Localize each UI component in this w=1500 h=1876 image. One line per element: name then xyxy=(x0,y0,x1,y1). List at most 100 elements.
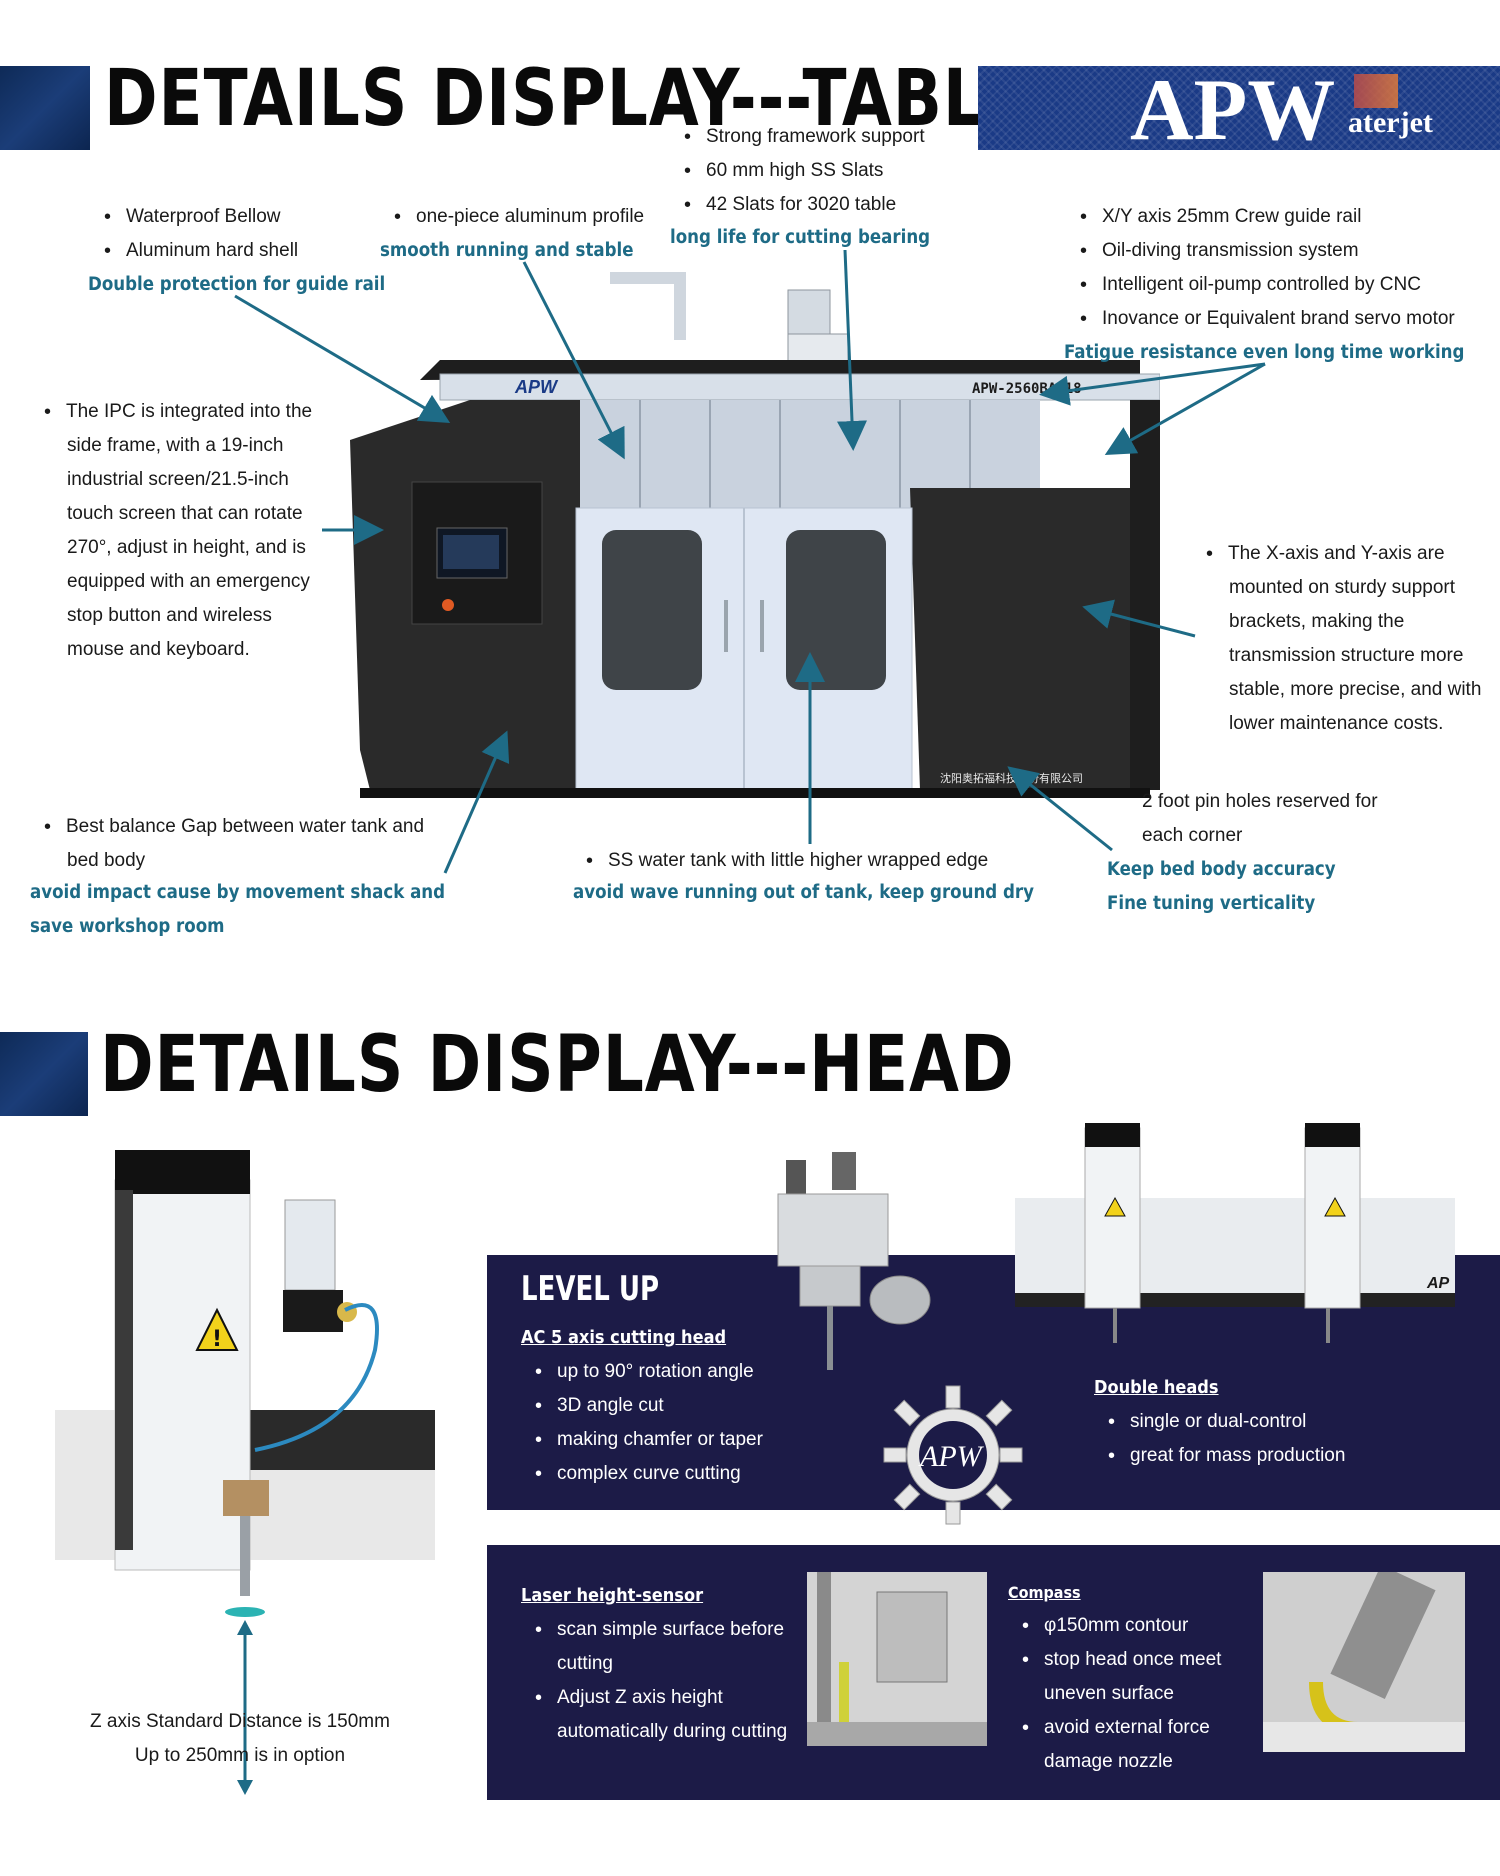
nozzle-body xyxy=(223,1480,269,1516)
ipc-description: The IPC is integrated into the xyxy=(40,395,312,429)
apw-logo-subtext: aterjet xyxy=(1348,106,1433,139)
z-axis-line: Z axis Standard Distance is 150mm xyxy=(90,1711,390,1732)
bellow-item: Waterproof Bellow xyxy=(100,200,298,234)
double-heads-features: single or dual-control great for mass pr… xyxy=(1104,1405,1345,1473)
bellow-highlight: Double protection for guide rail xyxy=(88,274,386,295)
z-axis-head-illustration: ! xyxy=(55,1150,435,1795)
ac-feature: making chamfer or taper xyxy=(531,1423,763,1457)
ipc-line: stop button and wireless xyxy=(67,605,272,626)
ipc-continuation: side frame, with a 19-inch industrial sc… xyxy=(67,429,310,667)
valve-body xyxy=(283,1290,343,1332)
bellow-item: Aluminum hard shell xyxy=(100,234,298,268)
sensor-panel: Laser height-sensor scan simple surface … xyxy=(487,1545,1500,1800)
ac-feature: complex curve cutting xyxy=(531,1457,763,1491)
frame-item: 60 mm high SS Slats xyxy=(680,154,925,188)
ac-head-features: up to 90° rotation angle 3D angle cut ma… xyxy=(531,1355,763,1491)
bed-base xyxy=(360,788,1150,798)
title-accent-block-2 xyxy=(0,1032,88,1116)
apw-logo-banner: APW aterjet xyxy=(978,62,1500,159)
arrow-profile xyxy=(522,261,625,460)
profile-item: one-piece aluminum profile xyxy=(390,200,644,234)
gap-description: Best balance Gap between water tank and xyxy=(40,810,424,844)
rail-item: Oil-diving transmission system xyxy=(1076,234,1455,268)
frame-feature-list: Strong framework support 60 mm high SS S… xyxy=(680,120,925,222)
tank-description: SS water tank with little higher wrapped… xyxy=(582,844,988,878)
arrow-frame xyxy=(837,249,868,451)
tank-item: SS water tank with little higher wrapped… xyxy=(582,844,988,878)
z-axis-description: Z axis Standard Distance is 150mm Up to … xyxy=(0,1705,480,1773)
compass-features: φ150mm contourstop head once meetuneven … xyxy=(1018,1609,1221,1779)
xy-line: transmission structure more xyxy=(1229,645,1464,666)
frame-highlight: long life for cutting bearing xyxy=(670,227,931,248)
apw-gear-logo: APW xyxy=(883,1385,1023,1525)
arrow-xy xyxy=(1082,599,1196,638)
waterjet-table-illustration: APW APW-2560BA-18 沈阳奥拓福科技股份有限公司 xyxy=(350,272,1160,798)
gantry-arm xyxy=(674,280,686,340)
double-heads-title: Double heads xyxy=(1094,1377,1219,1398)
ac-head-title: AC 5 axis cutting head xyxy=(521,1327,727,1348)
pin-holes-description: 2 foot pin holes reserved for each corne… xyxy=(1142,785,1378,853)
nozzle-tube xyxy=(240,1516,250,1596)
frame-item: 42 Slats for 3020 table xyxy=(680,188,925,222)
laser-sensor-features: scan simple surface beforecuttingAdjust … xyxy=(531,1613,787,1749)
double-feature: single or dual-control xyxy=(1104,1405,1345,1439)
gap-continuation: bed body xyxy=(67,850,146,871)
beam-logo: APW xyxy=(514,377,559,397)
xy-line: stable, more precise, and with xyxy=(1229,679,1482,700)
gap-line: Best balance Gap between water tank and xyxy=(40,810,424,844)
gear-logo-text: APW xyxy=(918,1440,985,1473)
profile-highlight: smooth running and stable xyxy=(380,240,634,261)
profile-feature-list: one-piece aluminum profile xyxy=(390,200,644,234)
right-bracket xyxy=(1130,400,1160,790)
ac-5-axis-head-illustration xyxy=(777,1152,931,1370)
tank-highlight: avoid wave running out of tank, keep gro… xyxy=(573,882,1034,903)
xy-axis-description: The X-axis and Y-axis are xyxy=(1202,537,1445,571)
gap-highlight-1: avoid impact cause by movement shack and xyxy=(30,882,446,903)
z-column-side xyxy=(115,1190,133,1550)
ipc-line: The IPC is integrated into the xyxy=(40,395,312,429)
ac-feature: 3D angle cut xyxy=(531,1389,763,1423)
arrow-bellow xyxy=(234,294,451,424)
apw-logo-text: APW xyxy=(1130,62,1336,159)
left-door-window xyxy=(602,530,702,690)
ipc-line: industrial screen/21.5-inch xyxy=(67,469,289,490)
ipc-line: touch screen that can rotate xyxy=(67,503,303,524)
xy-line: lower maintenance costs. xyxy=(1229,713,1444,734)
nozzle-tip xyxy=(225,1607,265,1617)
bellow-feature-list: Waterproof Bellow Aluminum hard shell xyxy=(100,200,298,268)
ipc-line: mouse and keyboard. xyxy=(67,639,250,660)
rail-highlight: Fatigue resistance even long time workin… xyxy=(1064,342,1465,363)
right-door-window xyxy=(786,530,886,690)
rail-item: Inovance or Equivalent brand servo motor xyxy=(1076,302,1455,336)
level-up-title: LEVEL UP xyxy=(521,1269,660,1309)
logo-pixel-mark xyxy=(1354,74,1398,108)
rail-item: X/Y axis 25mm Crew guide rail xyxy=(1076,200,1455,234)
warning-triangle xyxy=(195,1307,239,1351)
compass-photo xyxy=(1263,1572,1465,1752)
gap-highlight-2: save workshop room xyxy=(30,916,225,937)
valve-cylinder xyxy=(284,1199,336,1291)
arrow-pin xyxy=(1007,766,1113,852)
rail-feature-list: X/Y axis 25mm Crew guide rail Oil-diving… xyxy=(1076,200,1455,336)
arrow-gap xyxy=(443,730,510,874)
laser-sensor-title: Laser height-sensor xyxy=(521,1585,704,1606)
xy-line: mounted on sturdy support xyxy=(1229,577,1456,598)
double-heads-illustration: AP xyxy=(1015,1123,1455,1343)
frame-item: Strong framework support xyxy=(680,120,925,154)
double-feature: great for mass production xyxy=(1104,1439,1345,1473)
title-accent-block xyxy=(0,66,90,150)
rail-item: Intelligent oil-pump controlled by CNC xyxy=(1076,268,1455,302)
section-title-head: DETAILS DISPLAY---HEAD xyxy=(100,1020,1015,1110)
pin-line: 2 foot pin holes reserved for xyxy=(1142,791,1378,812)
xy-continuation: mounted on sturdy support brackets, maki… xyxy=(1229,571,1481,741)
xy-line: brackets, making the xyxy=(1229,611,1405,632)
emergency-stop-button xyxy=(442,599,454,611)
gantry-arm-top xyxy=(610,272,686,284)
compass-title: Compass xyxy=(1008,1583,1081,1602)
z-axis-line: Up to 250mm is in option xyxy=(134,1745,346,1766)
arrow-rail-b xyxy=(1104,362,1266,455)
